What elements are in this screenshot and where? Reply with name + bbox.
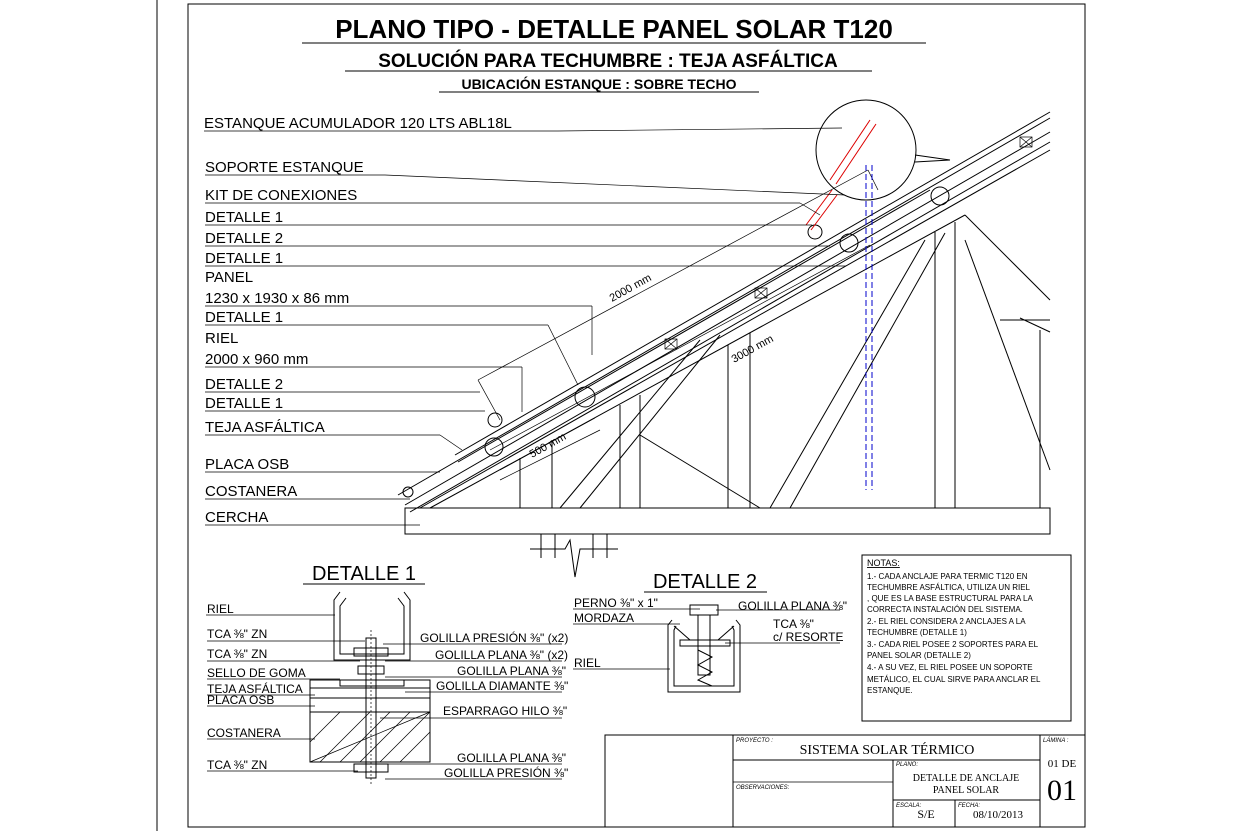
tb-plano-label: PLANO: <box>896 762 918 768</box>
d2-label-tca: TCA ⅜" <box>773 617 814 631</box>
d1-label-tca2: TCA ⅜" ZN <box>207 647 267 661</box>
label-kit-conexiones: KIT DE CONEXIONES <box>205 187 357 204</box>
label-costanera: COSTANERA <box>205 483 297 500</box>
tb-escala-label: ESCALA: <box>896 803 922 809</box>
label-riel: RIEL <box>205 330 238 347</box>
tb-obs-label: OBSERVACIONES: <box>736 785 790 791</box>
label-detalle2-a: DETALLE 2 <box>205 230 283 247</box>
note-line: , QUE ES LA BASE ESTRUCTURAL PARA LA <box>867 594 1033 603</box>
notes-title: NOTAS: <box>867 558 900 568</box>
note-line: ESTANQUE. <box>867 686 913 695</box>
d2-label-resorte: c/ RESORTE <box>773 630 843 644</box>
d1-label-tca3: TCA ⅜" ZN <box>207 758 267 772</box>
tb-fecha-label: FECHA: <box>958 803 980 809</box>
detalle1-title: DETALLE 1 <box>312 563 416 585</box>
tb-escala: S/E <box>917 807 934 821</box>
d1-label-costanera: COSTANERA <box>207 726 281 740</box>
tb-fecha: 08/10/2013 <box>973 809 1024 821</box>
note-line: 4.- A SU VEZ, EL RIEL POSEE UN SOPORTE <box>867 663 1033 672</box>
note-line: TECHUMBRE ASFÁLTICA, UTILIZA UN RIEL <box>867 583 1031 592</box>
detalle2-title: DETALLE 2 <box>653 571 757 593</box>
label-riel-size: 2000 x 960 mm <box>205 351 308 368</box>
label-teja: TEJA ASFÁLTICA <box>205 419 325 436</box>
d2-label-riel: RIEL <box>574 656 601 670</box>
d1-label-golilla-presion: GOLILLA PRESIÓN ⅜" (x2) <box>420 630 568 645</box>
d1-label-golilla-plana: GOLILLA PLANA ⅜" <box>457 664 566 678</box>
cercha-bottom-chord <box>404 507 1051 535</box>
note-line: TECHUMBRE (DETALLE 1) <box>867 628 967 637</box>
label-estanque: ESTANQUE ACUMULADOR 120 LTS ABL18L <box>204 115 512 132</box>
tb-lamina-label: LÁMINA : <box>1043 737 1069 744</box>
d2-label-perno: PERNO ⅜" x 1" <box>574 596 658 610</box>
d1-label-golilla-presion-b: GOLILLA PRESIÓN ⅜" <box>444 765 568 780</box>
note-line: PANEL SOLAR (DETALLE 2) <box>867 651 971 660</box>
d1-label-sello: SELLO DE GOMA <box>207 666 306 680</box>
note-line: 1.- CADA ANCLAJE PARA TERMIC T120 EN <box>867 572 1028 581</box>
label-cercha: CERCHA <box>205 509 268 526</box>
location-title: UBICACIÓN ESTANQUE : SOBRE TECHO <box>461 75 736 92</box>
tank-circle <box>815 99 917 201</box>
d1-label-golilla-plana2: GOLILLA PLANA ⅜" (x2) <box>435 648 568 662</box>
d1-label-esparrago: ESPARRAGO HILO ⅜" <box>443 704 567 718</box>
main-title: PLANO TIPO - DETALLE PANEL SOLAR T120 <box>335 14 893 44</box>
tb-plano-2: PANEL SOLAR <box>933 785 1000 796</box>
label-detalle1-c: DETALLE 1 <box>205 309 283 326</box>
detalle-1: DETALLE 1 <box>206 563 562 785</box>
d1-label-golilla-diamante: GOLILLA DIAMANTE ⅜" <box>436 679 568 693</box>
tb-proyecto-label: PROYECTO : <box>736 738 773 744</box>
label-detalle2-b: DETALLE 2 <box>205 376 283 393</box>
note-line: CORRECTA INSTALACIÓN DEL SISTEMA. <box>867 605 1023 614</box>
d2-label-mordaza: MORDAZA <box>574 611 634 625</box>
roof-section <box>397 99 1051 578</box>
note-line: METÁLICO, EL CUAL SIRVE PARA ANCLAR EL <box>867 675 1041 684</box>
d1-label-teja: TEJA ASFÁLTICA <box>207 681 303 696</box>
tb-sheet-of: 01 DE <box>1048 758 1077 770</box>
notes-box <box>861 554 1072 722</box>
label-soporte-estanque: SOPORTE ESTANQUE <box>205 159 364 176</box>
pipe-red <box>829 119 871 181</box>
tb-sheet-num: 01 <box>1047 774 1077 807</box>
label-detalle1-d: DETALLE 1 <box>205 395 283 412</box>
label-detalle1-b: DETALLE 1 <box>205 250 283 267</box>
label-placa-osb: PLACA OSB <box>205 456 289 473</box>
callout-labels: ESTANQUE ACUMULADOR 120 LTS ABL18L SOPOR… <box>204 115 846 526</box>
dim-2000: 2000 mm <box>608 272 654 305</box>
detalle-2: DETALLE 2 <box>573 571 840 693</box>
label-detalle1-a: DETALLE 1 <box>205 209 283 226</box>
label-panel: PANEL <box>205 269 253 286</box>
sub-title: SOLUCIÓN PARA TECHUMBRE : TEJA ASFÁLTICA <box>378 50 838 72</box>
d2-label-golilla-plana: GOLILLA PLANA ⅜" <box>738 599 847 613</box>
tb-proyecto: SISTEMA SOLAR TÉRMICO <box>800 741 975 758</box>
tb-plano-1: DETALLE DE ANCLAJE <box>913 773 1019 784</box>
title-block <box>604 734 1086 828</box>
d1-label-osb: PLACA OSB <box>207 693 274 707</box>
note-line: 3.- CADA RIEL POSEE 2 SOPORTES PARA EL <box>867 640 1039 649</box>
d1-label-golilla-plana-b: GOLILLA PLANA ⅜" <box>457 751 566 765</box>
dim-3000: 3000 mm <box>730 333 776 366</box>
d1-label-riel: RIEL <box>207 602 234 616</box>
d1-label-tca1: TCA ⅜" ZN <box>207 627 267 641</box>
note-line: 2.- EL RIEL CONSIDERA 2 ANCLAJES A LA <box>867 617 1026 626</box>
label-panel-size: 1230 x 1930 x 86 mm <box>205 290 349 307</box>
